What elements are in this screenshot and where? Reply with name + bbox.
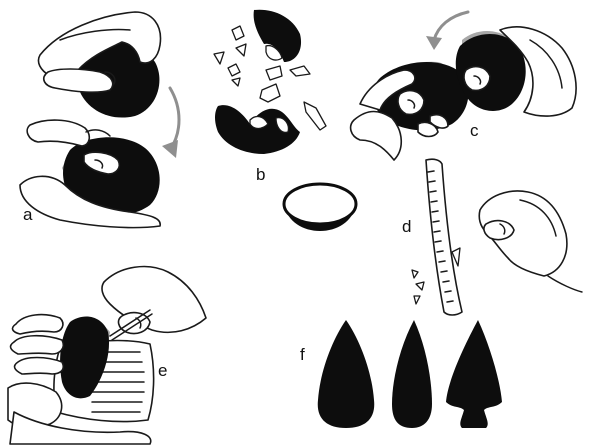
panel-f-finished-points [318, 320, 502, 428]
point-lanceolate [392, 320, 432, 428]
bowl-shaped-flake [284, 184, 356, 231]
point-notched [446, 320, 502, 428]
panel-d-stick-with-flakes [412, 159, 462, 315]
panel-a-top-hand-holding-stone [38, 12, 160, 118]
label-a: a [23, 205, 33, 224]
label-c: c [470, 121, 479, 140]
label-f: f [300, 345, 305, 364]
label-e: e [158, 361, 167, 380]
panel-b-broken-stone [214, 10, 326, 154]
panel-a-rotate-arrow [162, 88, 179, 158]
point-leaf-shaped [318, 320, 375, 428]
panel-c-left-hand-with-stone [351, 62, 469, 160]
panel-a-bottom-hand-holding-stone [20, 120, 160, 228]
panel-d-hand [479, 191, 582, 292]
label-b: b [256, 165, 265, 184]
panel-e-pressure-flaking [8, 267, 206, 444]
panel-c-right-hand-with-core [456, 27, 576, 116]
panel-c-arrow [426, 12, 468, 50]
label-d: d [402, 217, 411, 236]
